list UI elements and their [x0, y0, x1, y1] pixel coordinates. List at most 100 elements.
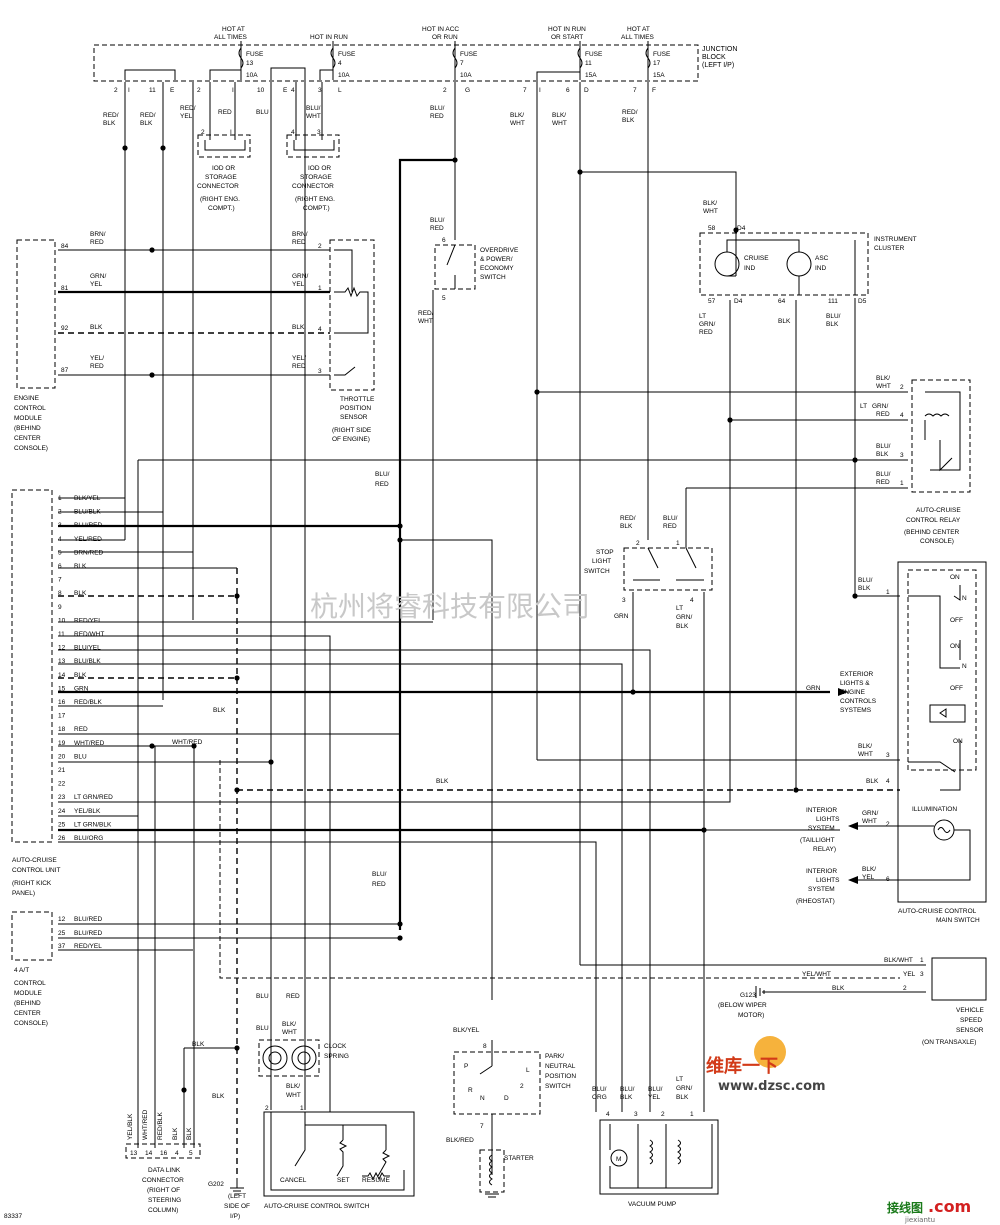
splice-dot [122, 145, 128, 151]
svg-text:(RIGHT ENG.: (RIGHT ENG. [295, 196, 335, 203]
svg-text:92: 92 [61, 325, 69, 332]
svg-text:WHT: WHT [510, 120, 525, 127]
svg-text:3: 3 [920, 971, 924, 978]
svg-text:BLK/: BLK/ [286, 1083, 300, 1090]
svg-text:1: 1 [900, 480, 904, 487]
svg-text:GRN/: GRN/ [862, 810, 878, 817]
svg-text:RED: RED [663, 523, 677, 530]
svg-text:SWITCH: SWITCH [480, 274, 506, 281]
svg-text:15A: 15A [585, 72, 597, 79]
svg-text:BLU/RED: BLU/RED [74, 916, 102, 923]
blk-label-bus: BLK [436, 778, 449, 785]
svg-text:BLK: BLK [876, 451, 889, 458]
svg-text:E: E [170, 87, 175, 94]
cu-pin-number: 7 [58, 577, 62, 584]
jiexiantu-logo: 接线图 .com jiexiantu [887, 1197, 971, 1224]
wht-red-label: WHT/RED [172, 739, 203, 746]
watermark: 杭州将睿科技有限公司 [310, 590, 590, 623]
svg-text:10A: 10A [246, 72, 258, 79]
splice-dot [701, 827, 707, 833]
svg-text:SYSTEM: SYSTEM [808, 825, 835, 832]
svg-text:OVERDRIVE: OVERDRIVE [480, 247, 519, 254]
svg-text:RED/: RED/ [620, 515, 636, 522]
junction-block-label-2: BLOCK [702, 54, 726, 61]
svg-text:N: N [962, 595, 967, 602]
svg-text:YEL: YEL [903, 971, 916, 978]
svg-text:AUTO-CRUISE CONTROL SWITCH: AUTO-CRUISE CONTROL SWITCH [264, 1203, 370, 1210]
splice-dot [234, 787, 240, 793]
fuse-7: FUSE 7 10A [452, 41, 478, 80]
svg-text:BLK: BLK [832, 985, 845, 992]
svg-text:2: 2 [661, 1111, 665, 1118]
svg-text:6: 6 [566, 87, 570, 94]
svg-text:2: 2 [886, 821, 890, 828]
svg-text:4: 4 [291, 87, 295, 94]
svg-text:13: 13 [246, 60, 254, 67]
svg-text:CLOCK: CLOCK [324, 1043, 347, 1050]
svg-text:GRN/: GRN/ [676, 1085, 692, 1092]
svg-text:10: 10 [257, 87, 265, 94]
splice-dot [397, 537, 403, 543]
svg-text:BLU: BLU [256, 1025, 269, 1032]
svg-text:RED: RED [218, 109, 232, 116]
svg-text:D: D [584, 87, 589, 94]
blu-red-label-c: BLU/ [372, 871, 387, 878]
svg-text:SIDE OF: SIDE OF [224, 1203, 250, 1210]
hot-header-3a: HOT IN ACC [422, 26, 459, 33]
blu-red-label-b: RED [375, 481, 389, 488]
svg-text:www.dzsc.com: www.dzsc.com [718, 1079, 826, 1094]
svg-text:THROTTLE: THROTTLE [340, 396, 375, 403]
svg-text:jiexiantu: jiexiantu [904, 1216, 935, 1224]
engine-control-module: 84 81 92 87 ENGINE CONTROL MODULE (BEHIN… [14, 231, 330, 452]
svg-text:EXTERIOR: EXTERIOR [840, 671, 874, 678]
svg-text:(RIGHT OF: (RIGHT OF [147, 1187, 180, 1194]
svg-text:POSITION: POSITION [340, 405, 371, 412]
svg-text:3: 3 [634, 1111, 638, 1118]
svg-text:37: 37 [58, 943, 66, 950]
dlc-wire-label: RED/BLK [157, 1112, 164, 1140]
svg-text:BLU/: BLU/ [306, 105, 321, 112]
dzsc-logo: 维库一下 www.dzsc.com [706, 1036, 826, 1094]
svg-text:CONNECTOR: CONNECTOR [197, 183, 239, 190]
cu-pin-wire: YEL/BLK [74, 808, 101, 815]
svg-text:3: 3 [622, 597, 626, 604]
svg-text:I: I [230, 129, 232, 136]
cu-pin-number: 5 [58, 549, 62, 556]
hot-header-4a: HOT IN RUN [548, 26, 586, 33]
svg-text:接线图: 接线图 [887, 1200, 923, 1215]
svg-text:ENGINE: ENGINE [840, 689, 866, 696]
svg-text:YEL: YEL [180, 113, 193, 120]
svg-text:E: E [283, 87, 288, 94]
svg-text:ECONOMY: ECONOMY [480, 265, 514, 272]
throttle-position-sensor: BRN/ RED GRN/ YEL BLK YEL/ RED 2 1 4 3 T… [292, 231, 375, 443]
splice-dot [534, 389, 540, 395]
splice-dot [149, 743, 155, 749]
svg-text:BLK: BLK [826, 321, 839, 328]
svg-text:3: 3 [900, 452, 904, 459]
svg-text:BLU/RED: BLU/RED [74, 930, 102, 937]
cu-pin-wire: WHT/RED [74, 740, 105, 747]
park-neutral-switch: BLK/YEL 8 P R N D L 2 PARK/ NEUTRAL POSI… [446, 1027, 576, 1175]
svg-text:G123: G123 [740, 992, 756, 999]
svg-text:(RHEOSTAT): (RHEOSTAT) [796, 898, 835, 905]
svg-text:WHT: WHT [876, 383, 891, 390]
cu-pin-wire: BLU [74, 753, 87, 760]
svg-text:MODULE: MODULE [14, 415, 42, 422]
cu-pin-number: 19 [58, 740, 66, 747]
svg-text:3: 3 [317, 129, 321, 136]
svg-text:(RIGHT KICK: (RIGHT KICK [12, 880, 52, 887]
svg-text:4: 4 [900, 412, 904, 419]
dlc-wire-label: BLK [186, 1127, 193, 1140]
splice-dot [852, 457, 858, 463]
svg-text:YEL: YEL [648, 1094, 661, 1101]
svg-text:WHT: WHT [282, 1029, 297, 1036]
svg-text:CANCEL: CANCEL [280, 1177, 307, 1184]
svg-text:64: 64 [778, 298, 786, 305]
vehicle-speed-sensor: BLK/WHT 1 YEL/WHT YEL 3 BLK 2 VEHICLE SP… [580, 957, 987, 1046]
svg-text:BLK/: BLK/ [862, 866, 876, 873]
splice-dot [397, 921, 403, 927]
svg-text:D5: D5 [858, 298, 867, 305]
svg-text:BLK: BLK [676, 623, 689, 630]
figure-number: 83337 [4, 1213, 22, 1220]
cu-pin-wire: BLU/YEL [74, 645, 101, 652]
